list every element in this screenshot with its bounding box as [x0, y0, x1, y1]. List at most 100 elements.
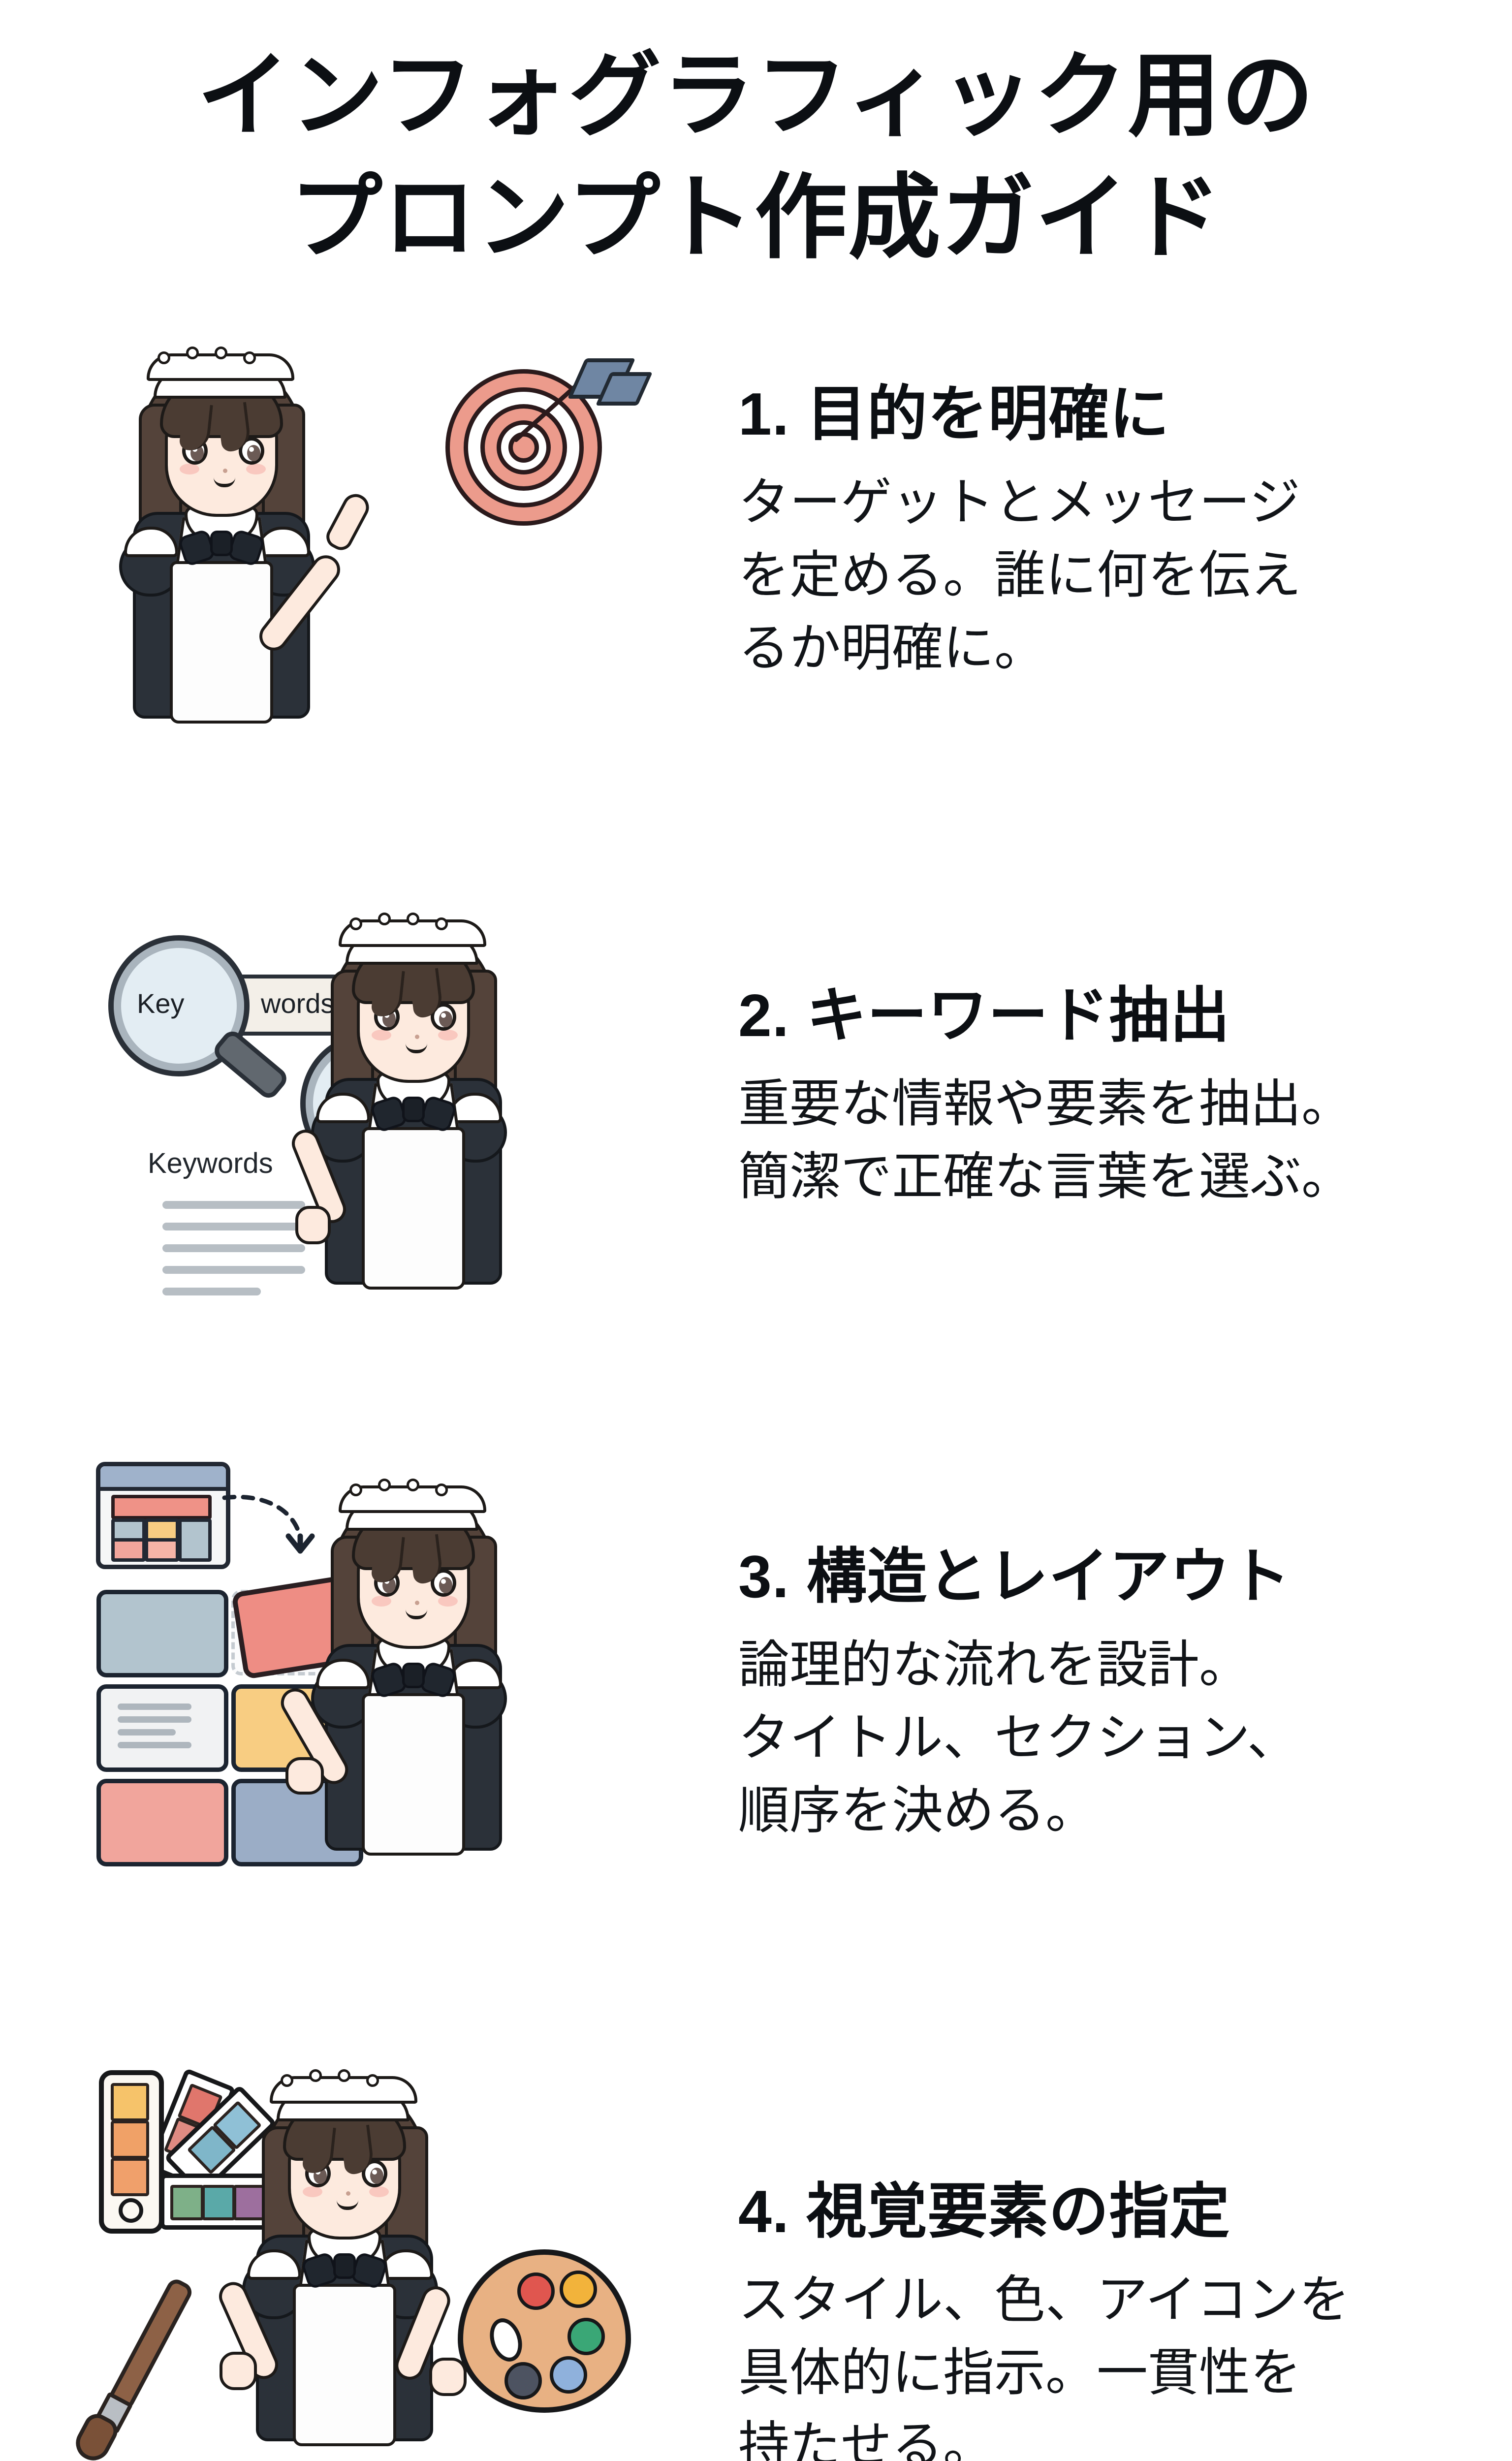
- doc-line-3: [162, 1244, 305, 1252]
- frill-bump-2: [378, 1479, 391, 1491]
- page-title: インフォグラフィック用の プロンプト作成ガイド: [0, 34, 1512, 279]
- frill-bump-4: [243, 351, 256, 364]
- card-text-line-2: [118, 1716, 191, 1723]
- section-3-body-line-1: 論理的な流れを設計。: [738, 1637, 1251, 1694]
- pupil-right: [370, 2168, 383, 2184]
- section-2-copy: 2. キーワード抽出 重要な情報や要素を抽出。 簡潔で正確な言葉を選ぶ。: [738, 979, 1457, 1214]
- paint-brush: [70, 2269, 221, 2461]
- section-3: 3. 構造とレイアウト 論理的な流れを設計。 タイトル、セクション、 順序を決め…: [0, 1442, 1512, 2023]
- section-4-copy: 4. 視覚要素の指定 スタイル、色、アイコンを 具体的に指示。一貫性を 持たせる…: [738, 2176, 1457, 2461]
- bow-knot: [402, 1097, 425, 1122]
- hand-placing-card: [285, 1757, 324, 1795]
- section-4: 4. 視覚要素の指定 スタイル、色、アイコンを 具体的に指示。一貫性を 持たせる…: [0, 2038, 1512, 2461]
- pupil-right: [247, 445, 260, 461]
- nose: [415, 1601, 419, 1605]
- doc-line-1: [162, 1201, 305, 1209]
- mouth: [214, 477, 235, 487]
- frill-bump-3: [338, 2069, 350, 2082]
- apron: [362, 1693, 465, 1856]
- wireframe-titlebar: [100, 1466, 226, 1491]
- layout-card-text: [96, 1684, 228, 1772]
- section-4-heading: 4. 視覚要素の指定: [738, 2178, 1230, 2245]
- section-3-heading: 3. 構造とレイアウト: [738, 1543, 1291, 1610]
- section-3-body: 論理的な流れを設計。 タイトル、セクション、 順序を決める。: [738, 1629, 1457, 1847]
- paint-dark: [504, 2362, 542, 2399]
- section-1: 1. 目的を明確に ターゲットとメッセージ を定める。誰に何を伝え るか明確に。: [0, 315, 1512, 866]
- magnifier-handle-large: [210, 1027, 291, 1103]
- section-3-copy: 3. 構造とレイアウト 論理的な流れを設計。 タイトル、セクション、 順序を決め…: [738, 1541, 1457, 1847]
- section-3-body-line-2: タイトル、セクション、: [738, 1709, 1298, 1767]
- pupil-right: [439, 1577, 452, 1593]
- section-1-copy: 1. 目的を明確に ターゲットとメッセージ を定める。誰に何を伝え るか明確に。: [738, 378, 1457, 685]
- cheek-left: [303, 2186, 322, 2197]
- eye-right: [431, 1569, 456, 1597]
- apron: [362, 1127, 465, 1290]
- maid-character: [214, 2052, 467, 2461]
- dashed-arrow-icon: [221, 1489, 330, 1563]
- apron: [170, 561, 273, 724]
- mouth: [337, 2200, 358, 2210]
- section-1-body-line-3: るか明確に。: [738, 619, 1046, 677]
- frill-bump-4: [435, 1483, 448, 1496]
- brush-handle: [106, 2276, 195, 2413]
- target-bullseye-center: [508, 432, 539, 463]
- cheek-right: [369, 2186, 389, 2197]
- eye-right: [431, 1003, 456, 1031]
- section-4-body-line-2: 具体的に指示。一貫性を: [738, 2344, 1302, 2402]
- frill-bump-2: [309, 2069, 322, 2082]
- frill-bump-1: [281, 2074, 293, 2087]
- target-icon: [445, 358, 653, 532]
- section-4-illustration: [0, 2038, 719, 2461]
- layout-card-blue: [96, 1590, 228, 1677]
- frill-bump-3: [407, 913, 419, 925]
- paint-yellow: [560, 2271, 597, 2308]
- title-line-2: プロンプト作成ガイド: [289, 166, 1223, 270]
- frill-bump-1: [349, 917, 362, 930]
- hand-holding-palette: [429, 2358, 467, 2396]
- maid-character: [276, 1462, 512, 1905]
- title-line-1: インフォグラフィック用の: [197, 44, 1315, 147]
- cheek-right: [438, 1030, 458, 1041]
- bow-knot: [402, 1663, 425, 1688]
- apron: [293, 2284, 396, 2446]
- fan-leaf-3-chip-1: [170, 2185, 204, 2220]
- hand-holding-magnifier: [295, 1206, 331, 1244]
- section-4-body-line-3: 持たせる。: [738, 2417, 995, 2461]
- layout-card-salmon: [96, 1779, 228, 1866]
- paint-red: [517, 2272, 555, 2310]
- section-3-illustration: [0, 1442, 719, 2023]
- fan-leaf-3-chip-2: [202, 2185, 235, 2220]
- bow-knot: [210, 531, 233, 556]
- frill-bump-2: [378, 913, 391, 925]
- keywords-lens-text: Key: [137, 988, 185, 1019]
- wireframe-header-block: [111, 1495, 212, 1519]
- section-2-body: 重要な情報や要素を抽出。 簡潔で正確な言葉を選ぶ。: [738, 1068, 1457, 1213]
- wireframe-mockup: [96, 1462, 230, 1569]
- pupil-right: [439, 1011, 452, 1027]
- cheek-right: [438, 1596, 458, 1607]
- cheek-left: [372, 1596, 391, 1607]
- card-text-line-4: [118, 1742, 191, 1748]
- palette-thumbhole: [484, 2314, 528, 2366]
- section-3-body-line-3: 順序を決める。: [738, 1782, 1097, 1839]
- fan-chip-1: [111, 2083, 149, 2121]
- fan-chip-3: [111, 2158, 149, 2196]
- nose: [223, 469, 227, 473]
- fan-leaf-3-chip-3: [233, 2185, 267, 2220]
- keywords-pill-text: words: [261, 988, 335, 1019]
- keywords-caption: Keywords: [148, 1147, 273, 1179]
- card-text-line-1: [118, 1704, 191, 1710]
- card-text-line-3: [118, 1729, 176, 1735]
- paint-green: [567, 2318, 605, 2355]
- paint-blue: [550, 2356, 587, 2394]
- section-2-body-line-2: 簡潔で正確な言葉を選ぶ。: [738, 1148, 1353, 1206]
- nose: [415, 1035, 419, 1039]
- doc-line-4: [162, 1266, 305, 1274]
- doc-line-2: [162, 1223, 305, 1230]
- fan-hole: [119, 2198, 143, 2223]
- section-1-heading: 1. 目的を明確に: [738, 380, 1170, 447]
- section-1-body-line-2: を定める。誰に何を伝え: [738, 547, 1302, 604]
- frill-bump-1: [158, 351, 170, 364]
- fan-leaf-3: [160, 2174, 274, 2230]
